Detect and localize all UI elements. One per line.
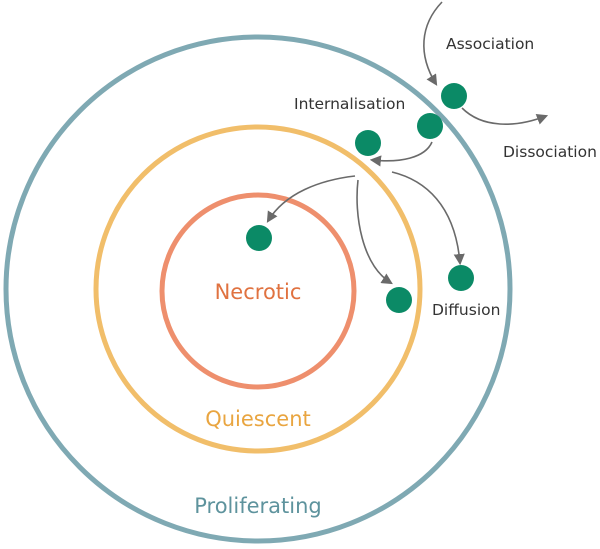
proliferating-ring xyxy=(3,34,513,544)
particle-internalised xyxy=(355,130,381,156)
dissociation-arrow xyxy=(461,107,549,125)
necrotic-label: Necrotic xyxy=(215,280,302,304)
particle-quiescent xyxy=(386,287,412,313)
diffusion-label: Diffusion xyxy=(432,301,500,319)
diffusion-arrow-to-core xyxy=(266,175,356,223)
internalisation-label: Internalisation xyxy=(294,95,405,113)
association-arrow xyxy=(423,1,443,86)
association-label: Association xyxy=(446,35,534,53)
quiescent-ring xyxy=(93,124,423,454)
particle-proliferating xyxy=(448,265,474,291)
particle-bound-surface xyxy=(417,113,443,139)
diffusion-arrow-to-proliferating xyxy=(391,171,465,266)
particle-necrotic xyxy=(246,225,272,251)
dissociation-label: Dissociation xyxy=(503,143,597,161)
diffusion-arrow-to-quiescent xyxy=(356,179,393,285)
quiescent-label: Quiescent xyxy=(205,407,311,431)
particle-associated xyxy=(441,83,467,109)
necrotic-ring xyxy=(159,192,357,390)
proliferating-label: Proliferating xyxy=(194,494,322,518)
internalisation-arrow xyxy=(369,141,433,167)
